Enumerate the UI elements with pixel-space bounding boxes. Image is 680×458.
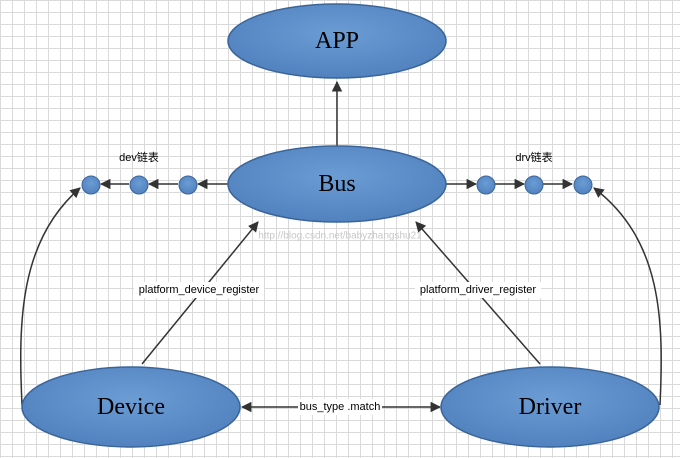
drv-list-node <box>524 175 544 195</box>
bus-node-label: Bus <box>318 171 355 197</box>
watermark: http://blog.csdn.net/babyzhangshu21 <box>258 231 422 242</box>
app-node-label: APP <box>315 28 359 54</box>
dev-list-node <box>178 175 198 195</box>
drv-list-label: drv链表 <box>515 150 552 164</box>
bus-node <box>227 145 447 223</box>
device-node-label: Device <box>97 394 165 420</box>
edge-driver-drv-list <box>593 187 662 406</box>
device-register-label-bg <box>134 282 264 298</box>
dev-list-label: dev链表 <box>119 150 159 164</box>
device-register-label: platform_device_register <box>139 284 260 296</box>
driver-register-label: platform_driver_register <box>420 284 536 296</box>
driver-node <box>440 366 660 448</box>
match-label-bg <box>298 399 382 415</box>
device-node <box>21 366 241 448</box>
drv-list-node <box>476 175 496 195</box>
driver-node-label: Driver <box>519 394 582 420</box>
match-label: bus_type .match <box>300 401 381 413</box>
driver-register-label-bg <box>415 282 541 298</box>
dev-list-node <box>129 175 149 195</box>
app-node <box>227 3 447 79</box>
edge-device-dev-list <box>19 187 81 406</box>
dev-list-node <box>81 175 101 195</box>
drv-list-node <box>573 175 593 195</box>
